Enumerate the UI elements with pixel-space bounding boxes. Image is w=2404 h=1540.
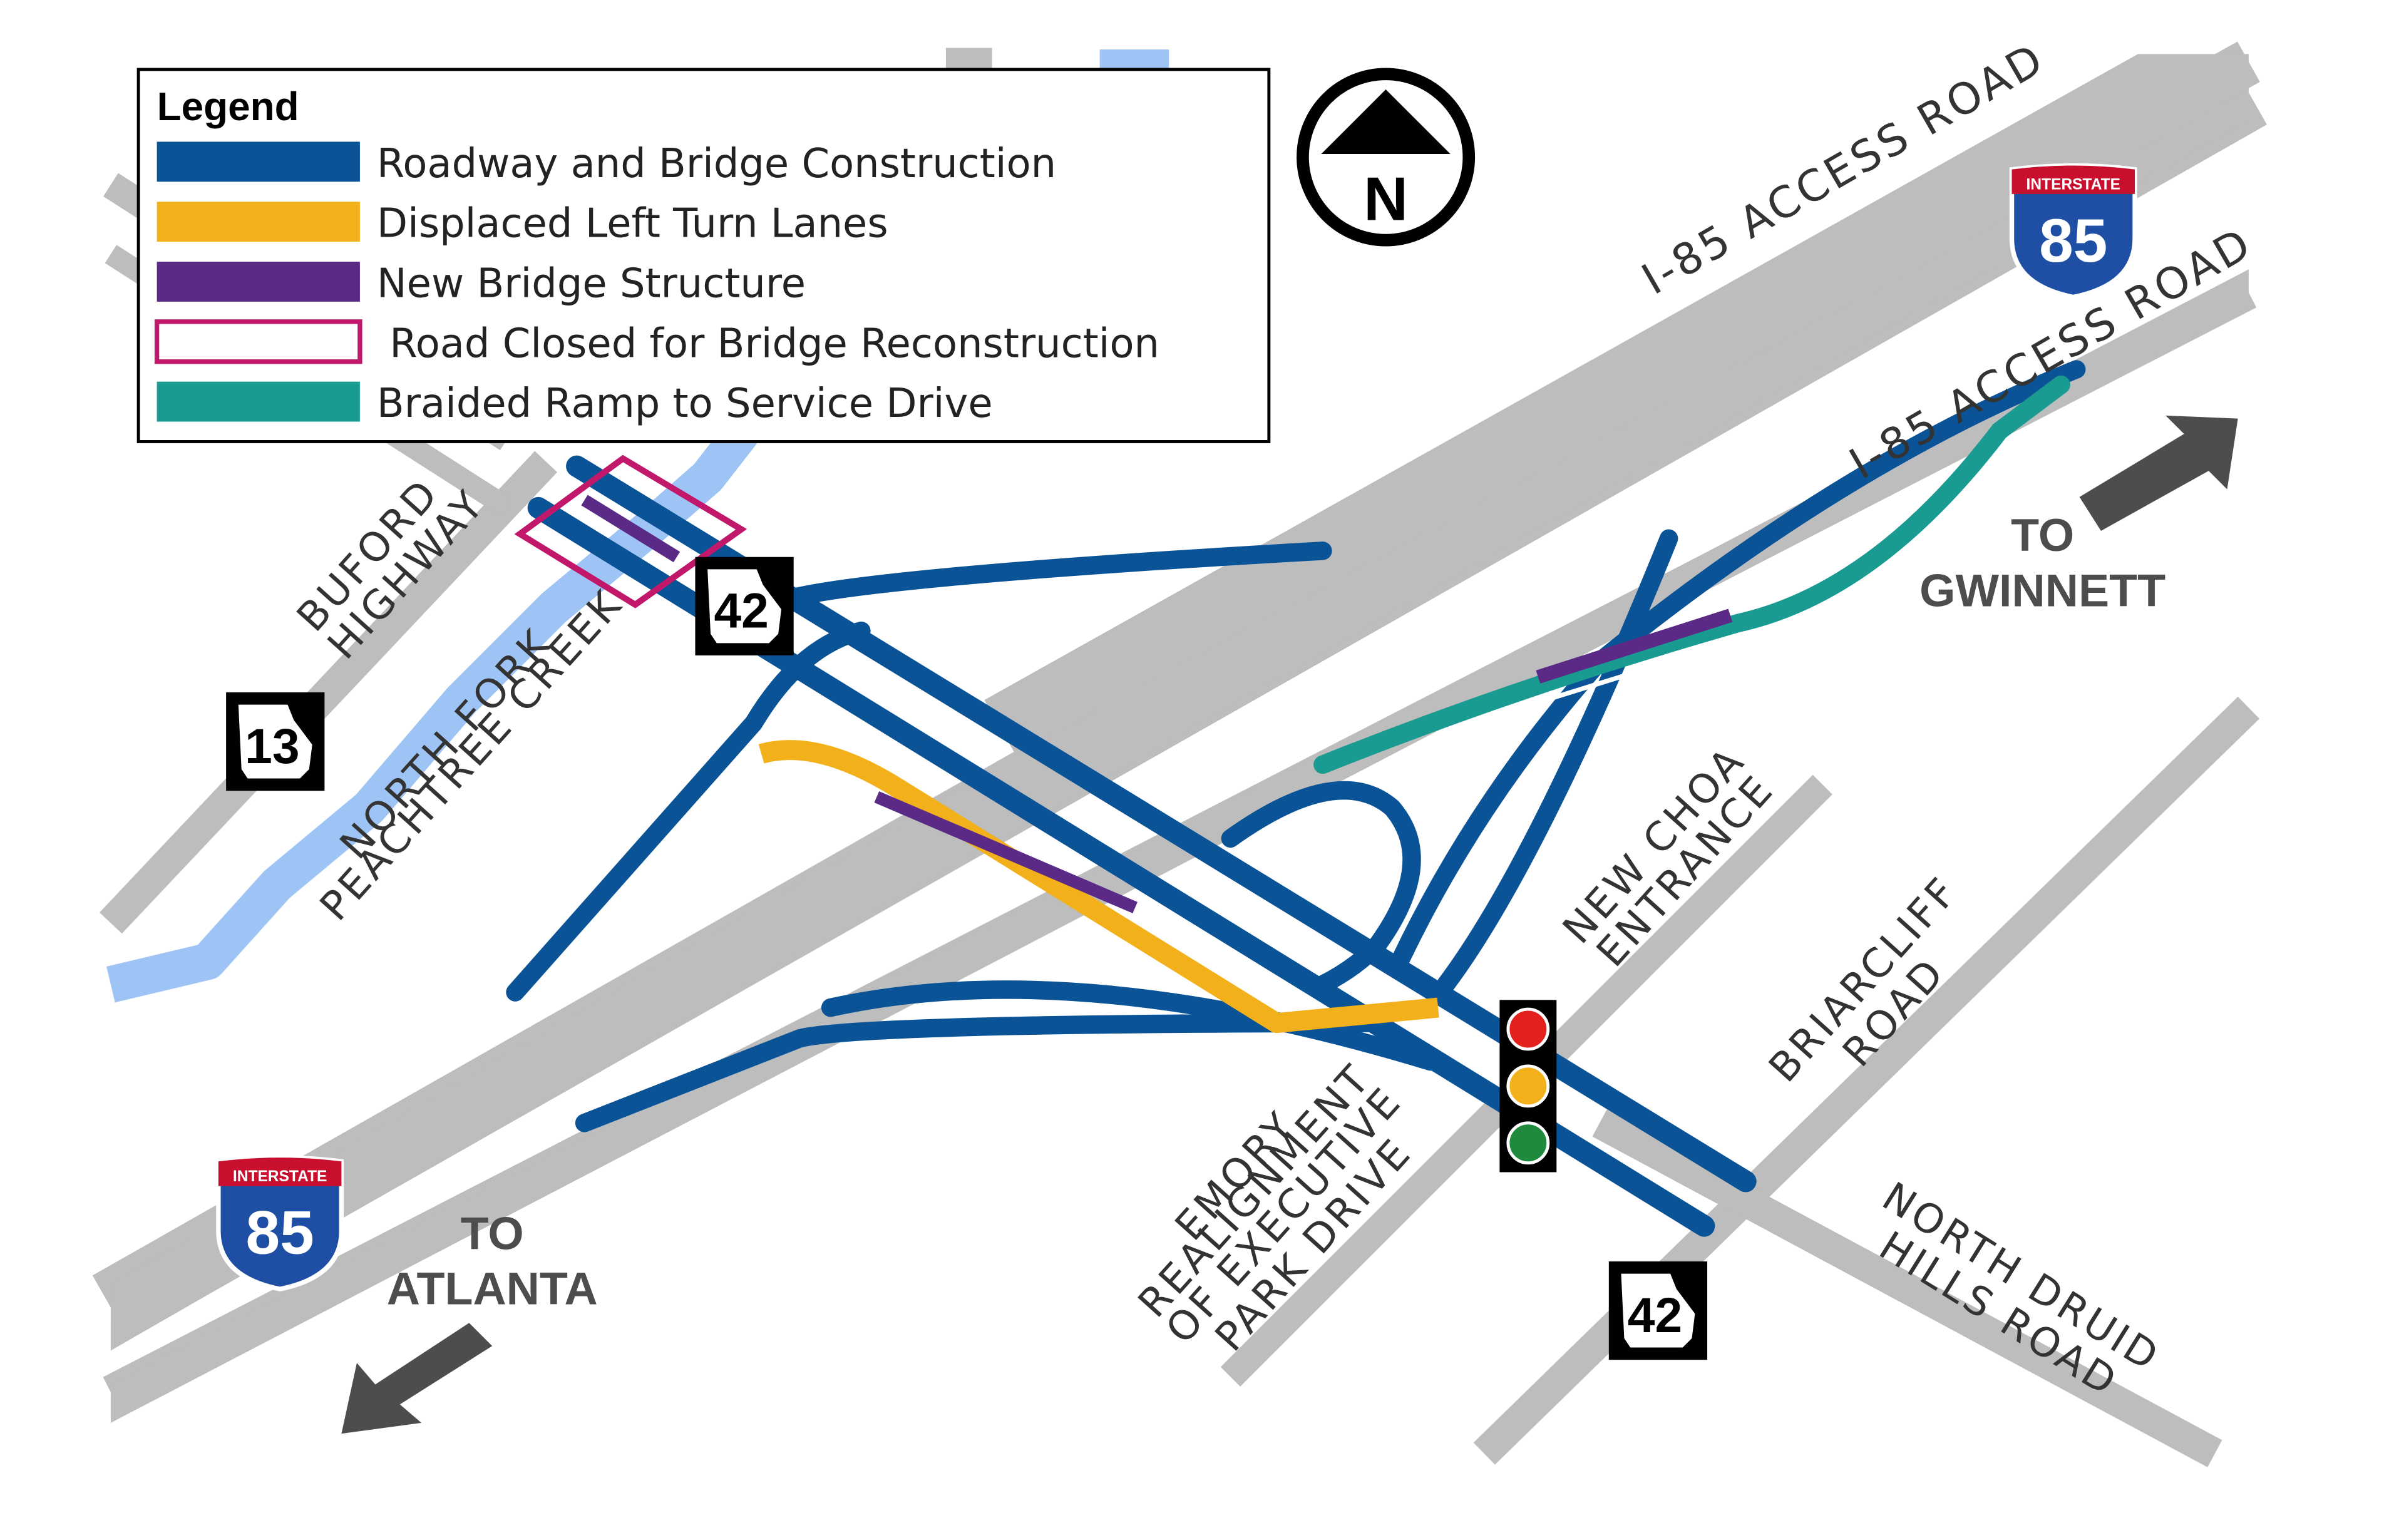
braided-ramp	[1313, 375, 2070, 774]
north-arrow: N	[1297, 68, 1476, 247]
gwinnett-to: TO	[2011, 509, 2074, 561]
interstate-number: 85	[2039, 206, 2107, 275]
atlanta-to: TO	[461, 1207, 524, 1259]
ramp-west-loop	[506, 621, 871, 1002]
new-bridge-braided-b	[1545, 650, 1700, 702]
traffic-signal	[1499, 1000, 1557, 1173]
interstate-85-shield-ne: INTERSTATE 85	[2009, 163, 2137, 300]
ramp-sw	[575, 1014, 1394, 1132]
signal-green-light	[1506, 1121, 1550, 1165]
legend-label-4: Braided Ramp to Service Drive	[377, 381, 993, 427]
road-closed-box	[514, 454, 747, 608]
arrow-sw-icon	[341, 1323, 493, 1434]
i85-access-upper-band	[984, 54, 2249, 754]
ga13-shield: 13	[226, 692, 325, 791]
buford-highway-road	[100, 451, 558, 934]
north-letter: N	[1364, 165, 1408, 234]
legend-label-3: Road Closed for Bridge Reconstruction	[377, 321, 1159, 367]
new-bridge-braided	[1536, 608, 1733, 684]
interstate-banner-bg	[2011, 165, 2135, 194]
legend-title: Legend	[157, 84, 299, 129]
closed-bridge-bar	[581, 495, 681, 563]
legend-swatch-0	[157, 141, 360, 182]
to-gwinnett: TO GWINNETT	[1919, 415, 2238, 616]
interstate-number: 85	[245, 1198, 314, 1267]
legend-swatch-4	[157, 381, 360, 422]
ramp-south	[821, 980, 1440, 1071]
legend-swatch-1	[157, 202, 360, 242]
new-bridge-turn-lanes	[874, 791, 1138, 913]
arrow-ne-icon	[2079, 415, 2238, 531]
ga42-shield-north: 42	[695, 557, 794, 655]
ga42-shield-south: 42	[1608, 1261, 1708, 1360]
ga42-number: 42	[714, 583, 768, 639]
signal-yellow-light	[1506, 1064, 1550, 1108]
georgia-outline-icon	[1621, 1273, 1695, 1348]
ramp-east-to-85b	[1436, 529, 1678, 994]
i85-upper-band	[110, 58, 2249, 1351]
georgia-outline-icon	[707, 569, 782, 644]
to-atlanta: TO ATLANTA	[341, 1207, 598, 1434]
atlanta-name: ATLANTA	[387, 1263, 598, 1315]
legend-label-2: New Bridge Structure	[377, 261, 806, 307]
ga13-number: 13	[245, 719, 299, 774]
interstate-banner-bg	[218, 1158, 342, 1186]
north-fork-peachtree-creek	[106, 342, 822, 1003]
legend-box	[136, 68, 1271, 443]
legend: Legend Roadway and Bridge ConstructionDi…	[136, 68, 1271, 443]
signal-red-light	[1506, 1007, 1550, 1051]
north-arrow-icon	[1321, 89, 1451, 155]
legend-label-0: Roadway and Bridge Construction	[377, 141, 1056, 187]
gwinnett-name: GWINNETT	[1919, 564, 2165, 616]
legend-swatch-2	[157, 262, 360, 302]
loop-ramp	[1221, 781, 1421, 994]
north-circle	[1297, 68, 1476, 247]
north-druid-hills-road-line	[1592, 1109, 2222, 1467]
legend-swatch-3	[154, 319, 362, 364]
ga42-number: 42	[1628, 1288, 1682, 1343]
interstate-85-shield-sw: INTERSTATE 85	[216, 1155, 344, 1291]
georgia-outline-icon	[238, 704, 312, 779]
interstate-banner-text: INTERSTATE	[2026, 177, 2120, 193]
ramp-ne-upper	[775, 542, 1332, 610]
displaced-left-turn-lanes	[758, 740, 1439, 1034]
legend-label-1: Displaced Left Turn Lanes	[377, 201, 888, 247]
interstate-banner-text: INTERSTATE	[233, 1168, 327, 1185]
